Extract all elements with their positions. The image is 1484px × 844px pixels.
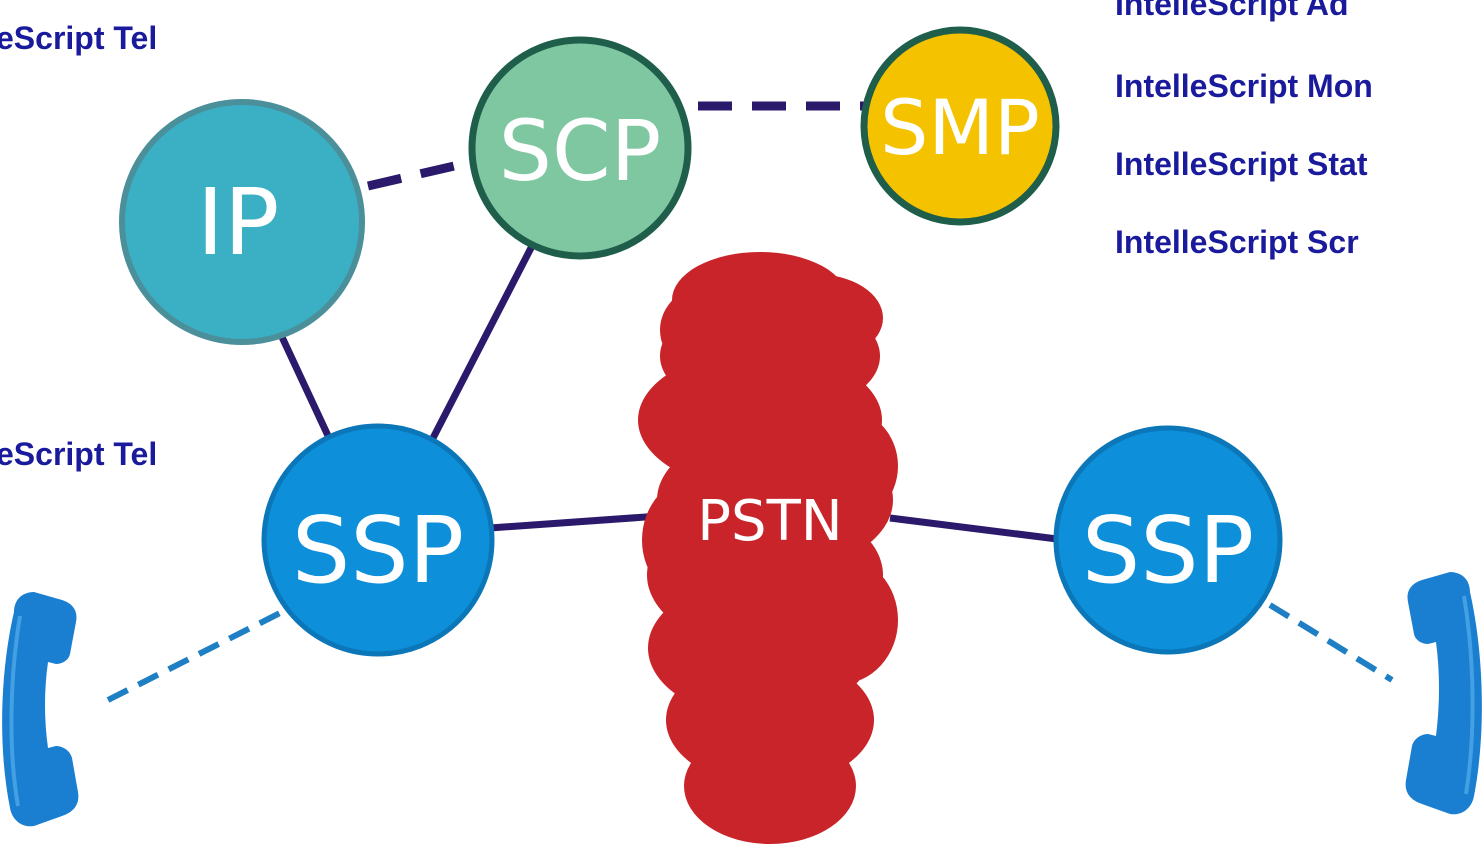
phone-handset-icon: [2, 592, 79, 827]
node-scp-label: SCP: [499, 102, 662, 200]
node-ssp-right: SSP: [1053, 425, 1283, 655]
caption-right-item-3: IntelleScript Stat: [1115, 146, 1368, 182]
node-scp: SCP: [468, 36, 692, 260]
node-ssp-left-label: SSP: [292, 497, 464, 604]
link-phone-left-ssp: [106, 609, 284, 703]
phone-handset-left: [2, 592, 79, 827]
link-ssp-pstn: [489, 512, 661, 532]
links: [106, 101, 1394, 703]
phone-handset-right: [1405, 572, 1482, 815]
node-ip: IP: [119, 99, 365, 345]
pstn-cloud: PSTN: [638, 252, 898, 844]
caption-right-item-4: IntelleScript Scr: [1115, 224, 1359, 260]
caption-right-item-1: IntelleScript Ad: [1115, 0, 1349, 22]
node-ssp-right-label: SSP: [1082, 497, 1254, 604]
node-ip-label: IP: [197, 169, 280, 276]
link-scp-ssp: [428, 244, 536, 442]
phone-handset-icon: [1405, 572, 1482, 815]
caption-left-mid: eScript Tel: [0, 436, 158, 472]
link-pstn-ssp: [889, 514, 1066, 544]
link-ip-ssp: [271, 320, 334, 442]
node-smp-label: SMP: [880, 83, 1040, 172]
node-smp: SMP: [860, 26, 1060, 226]
link-ssp-phone-right: [1268, 602, 1394, 683]
pstn-label: PSTN: [697, 489, 842, 554]
link-ip-scp: [366, 155, 482, 191]
node-ssp-left: SSP: [261, 423, 495, 657]
cloud-icon: [638, 252, 898, 844]
caption-left-top: eScript Tel: [0, 20, 158, 56]
caption-right-item-2: IntelleScript Mon: [1115, 68, 1373, 104]
